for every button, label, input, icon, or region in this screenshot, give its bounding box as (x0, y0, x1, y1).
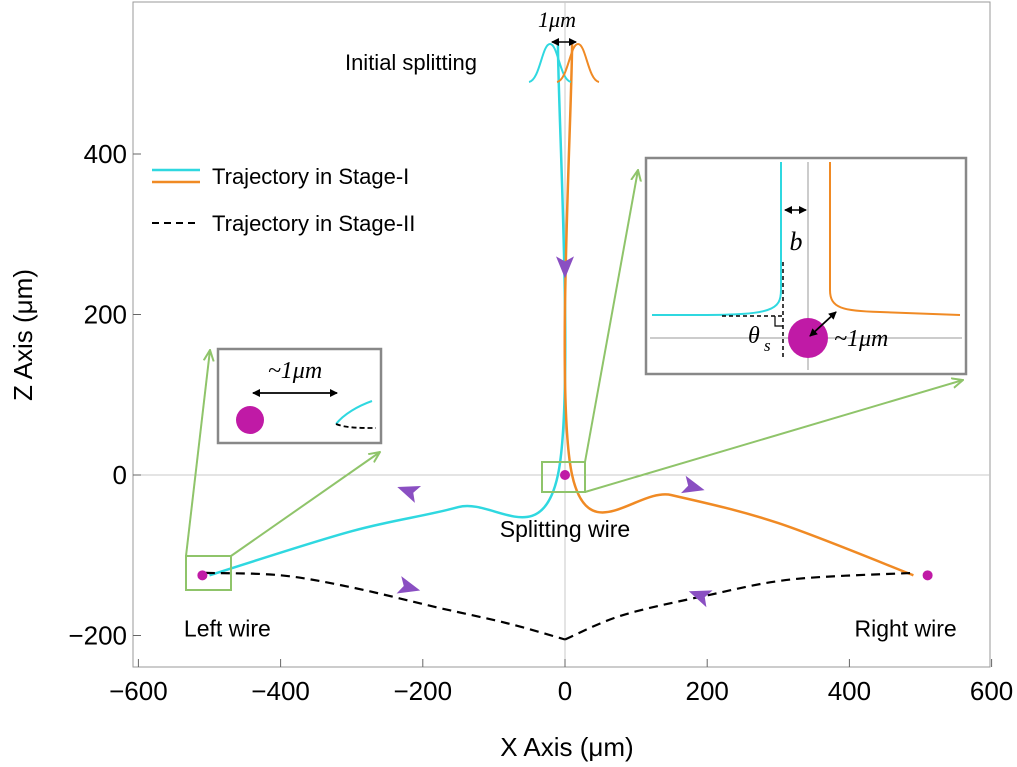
cyan-wavepacket (528, 42, 572, 83)
direction-arrow (688, 590, 713, 608)
legend: Trajectory in Stage-I Trajectory in Stag… (152, 164, 415, 236)
series-cyan-0 (209, 41, 567, 577)
inset-cyan-curve (652, 162, 782, 316)
orange-wavepacket (556, 42, 600, 83)
x-tick-label: −400 (251, 676, 310, 706)
direction-arrow (396, 576, 421, 594)
inset-left-wire-dot (236, 406, 264, 434)
inset-left-dashed-curve (335, 423, 377, 429)
legend-stage1-label: Trajectory in Stage-I (212, 164, 409, 189)
inset-left-detail: ~1μm (216, 347, 383, 445)
left-zoom-box (185, 555, 232, 591)
inset-right-dist-label: ~1μm (834, 326, 888, 352)
x-axis-label: X Axis (μm) (500, 732, 633, 762)
inset-orange-curve (829, 162, 961, 316)
right-wire-label: Right wire (854, 615, 956, 641)
connector-left-bottom (230, 452, 380, 557)
series-orange-1 (563, 41, 914, 577)
y-axis-label: Z Axis (μm) (8, 269, 38, 401)
initial-splitting-label: Initial splitting (345, 50, 477, 75)
separation-label: 1μm (538, 7, 576, 32)
y-tick-label: 200 (84, 300, 127, 330)
x-tick-label: 400 (828, 676, 871, 706)
direction-arrow (556, 256, 574, 279)
inset-left-cyan-curve (335, 400, 373, 425)
connector-left-top (185, 350, 210, 557)
series-dashed-2 (205, 571, 566, 641)
direction-arrow (397, 486, 422, 503)
wire-marker (560, 470, 570, 480)
inset-b-label: b (790, 227, 803, 256)
legend-stage2-label: Trajectory in Stage-II (212, 211, 415, 236)
x-tick-label: −600 (109, 676, 168, 706)
series-dashed-3 (564, 571, 914, 641)
inset-left-dist-label: ~1μm (268, 358, 322, 384)
wire-marker (922, 570, 933, 581)
inset-theta-subscript: s (764, 336, 771, 355)
plot-frame (132, 1, 991, 668)
x-tick-label: −200 (394, 676, 453, 706)
inset-theta-label: θ (748, 323, 760, 349)
left-wire-label: Left wire (184, 615, 271, 641)
splitting-zoom-box (541, 461, 586, 493)
x-tick-label: 0 (558, 676, 572, 706)
x-tick-label: 200 (686, 676, 729, 706)
y-tick-label: 0 (113, 460, 127, 490)
y-tick-label: 400 (84, 139, 127, 169)
y-tick-label: −200 (68, 621, 127, 651)
x-tick-label: 600 (970, 676, 1013, 706)
connector-splitting-bottom (584, 380, 963, 493)
splitting-wire-label: Splitting wire (500, 516, 630, 542)
inset-dist-arrow (809, 311, 837, 337)
direction-arrow (680, 475, 705, 494)
connector-splitting-top (584, 170, 638, 463)
inset-splitting-detail: b θ s ~1μm (644, 156, 968, 376)
wire-marker (197, 570, 208, 581)
